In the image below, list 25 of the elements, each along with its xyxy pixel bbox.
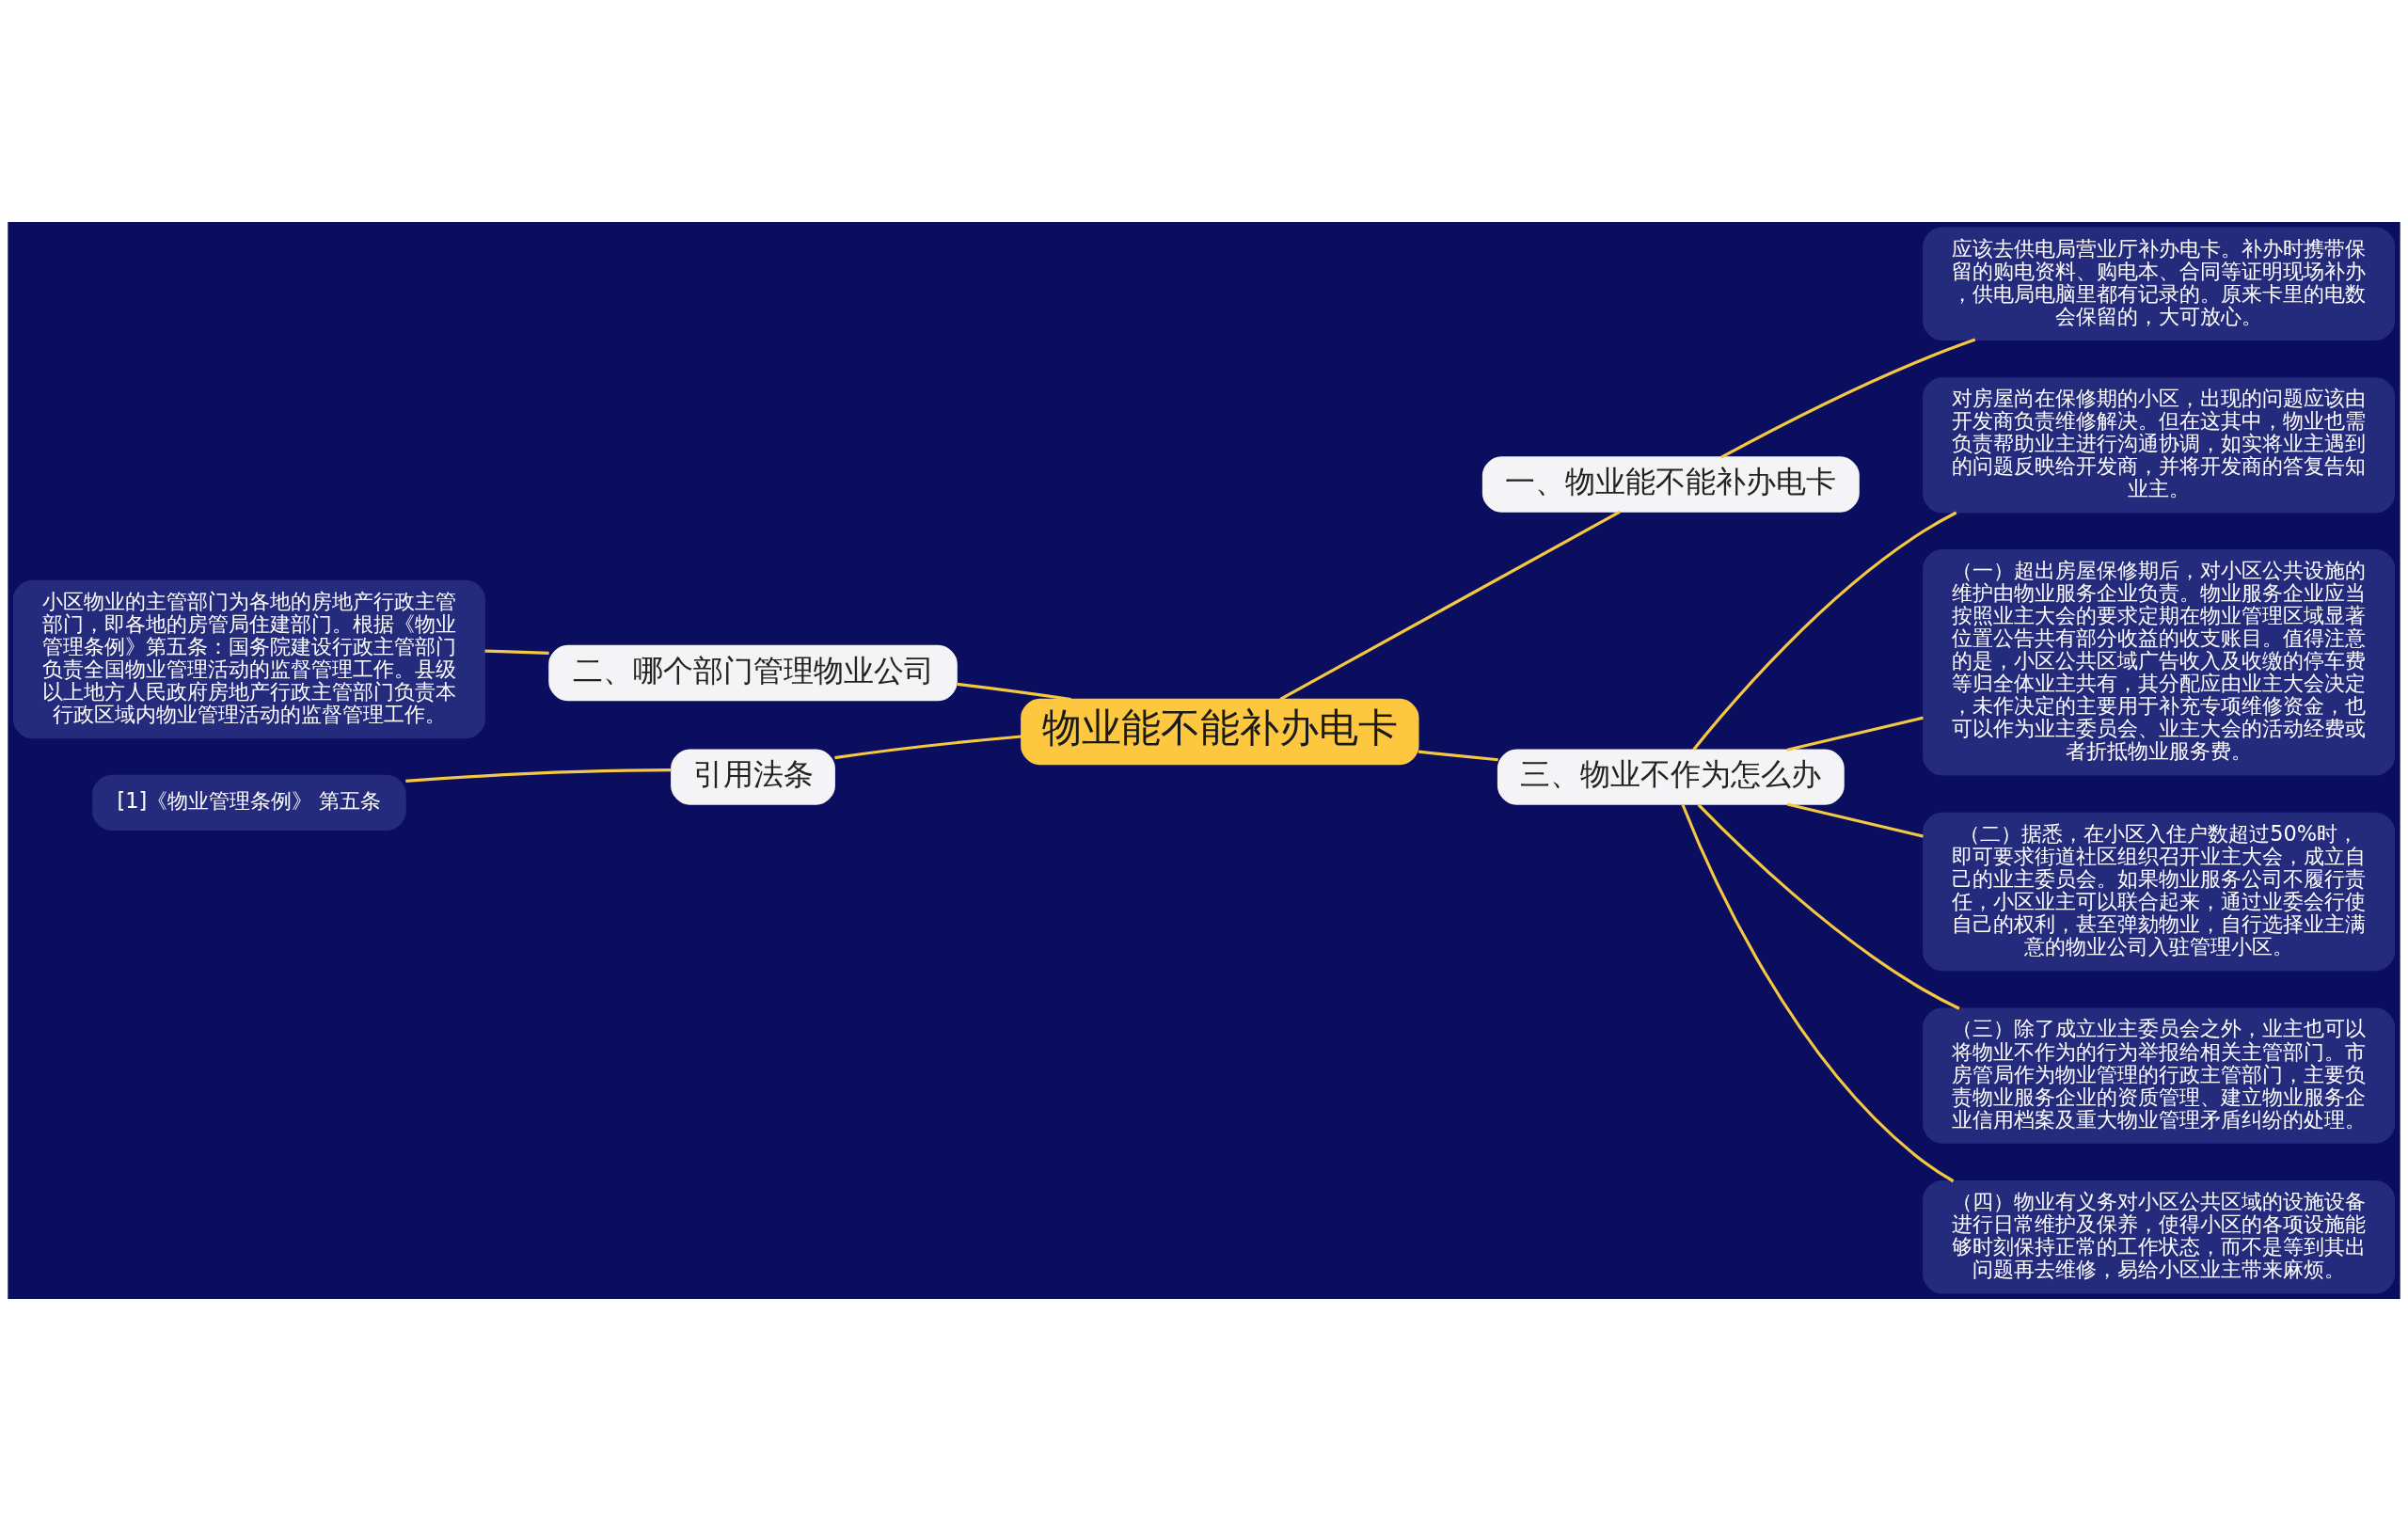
node-box: （二）据悉，在小区入住户数超过50%时，即可要求街道社区组织召开业主大会，成立自己的业主委员会。如果物业服务公司不履行责任，小区业主可以联合起来，通过业委会行使自己的权利，甚至弹劾物业，自行选择业主满意的物业公司入驻管理小区。 [1923,812,2396,971]
node-box: 应该去供电局营业厅补办电卡。补办时携带保留的购电资料、购电本、合同等证明现场补办，供电局电脑里都有记录的。原来卡里的电数会保留的，大可放心。 [1923,227,2396,340]
connector [1279,510,1621,701]
node-box: （四）物业有义务对小区公共区域的设施设备进行日常维护及保养，使得小区的各项设施能够时刻保持正常的工作状态，而不是等到其出问题再去维修，易给小区业主带来麻烦。 [1923,1180,2396,1293]
connector [484,649,549,655]
node-box: 对房屋尚在保修期的小区，出现的问题应该由开发商负责维修解决。但在这其中，物业也需负责帮助业主进行沟通协调，如实将业主遇到的问题反映给开发商，并将开发商的答复告知业主。 [1923,376,2396,513]
node-box: 一、物业能不能补办电卡 [1481,455,1860,513]
connector [1786,801,1924,838]
node-box: （一）超出房屋保修期后，对小区公共设施的维护由物业服务企业负责。物业服务企业应当按照业主大会的要求定期在物业管理区域显著位置公告共有部分收益的收支账目。值得注意的是，小区公共区域广告收入及收缴的停车费等归全体业主共有，其分配应由业主大会决定，未作决定的主要用于补充专项维修资金，也可以作为业主委员会、业主大会的活动经费或者折抵物业服务费。 [1923,548,2396,776]
node-box: 二、哪个部门管理物业公司 [548,644,958,701]
connector [1692,511,1957,751]
node-box: 引用法条 [671,748,835,805]
node-box: 三、物业不作为怎么办 [1497,748,1845,805]
node-box: 小区物业的主管部门为各地的房地产行政主管部门，即各地的房管局住建部门。根据《物业管理条例》第五条：国务院建设行政主管部门负责全国物业管理活动的监督管理工作。县级以上地方人民政府房地产行政主管部门负责本行政区域内物业管理活动的监督管理工作。 [12,579,485,738]
connector [1786,716,1924,752]
node-box: [1]《物业管理条例》 第五条 [92,774,406,831]
connector [834,734,1022,759]
connector [1681,803,1955,1182]
connector [405,768,672,783]
connector [1418,750,1498,761]
node-box: 物业能不能补办电卡 [1021,698,1419,765]
node-box: （三）除了成立业主委员会之外，业主也可以将物业不作为的行为举报给相关主管部门。市房管局作为物业管理的行政主管部门，主要负责物业服务企业的资质管理、建立物业服务企业信用档案及重大物业管理矛盾纠纷的处理。 [1923,1007,2396,1144]
connector [1720,338,1976,459]
connector [957,682,1071,701]
connector [1697,803,1960,1010]
